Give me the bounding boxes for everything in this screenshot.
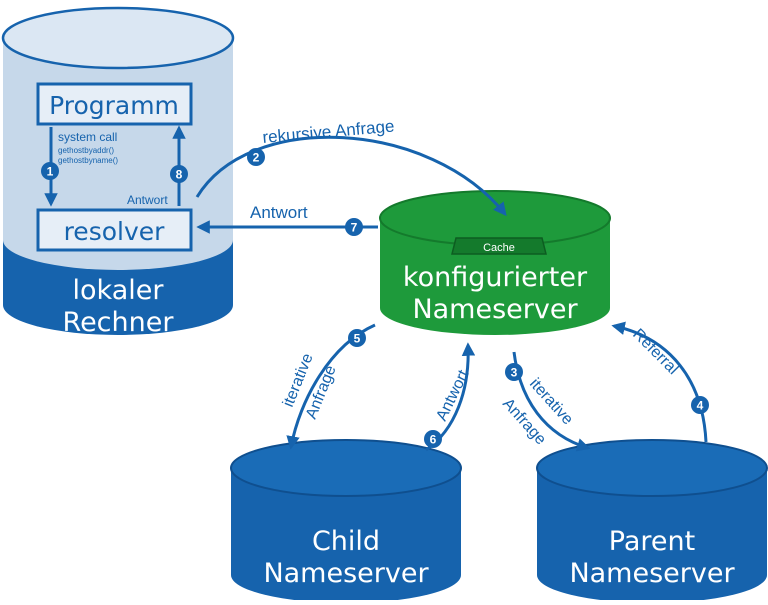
edge-6-label: Antwort [433,367,472,424]
edge-7-number: 7 [351,221,358,235]
edge-1-number: 1 [47,165,54,179]
configured-nameserver-label-line2: Nameserver [412,294,578,325]
parent-nameserver-body [537,468,767,603]
configured-nameserver-top [379,190,611,246]
edge-7-label: Antwort [250,203,308,222]
cache-box: Cache [451,237,547,255]
edge-5-number: 5 [354,332,361,346]
child-nameserver-label-line1: Child [312,526,380,557]
child-nameserver-body [231,468,461,603]
parent-nameserver-label-line1: Parent [609,526,695,557]
system-call-label: system call [58,130,117,144]
parent-nameserver-node: Parent Nameserver [536,439,768,603]
edge-8-label: Antwort [127,193,168,207]
edge-3-iterative-query: 3 iterative Anfrage [499,351,591,452]
edge-4-number: 4 [697,399,704,413]
edge-6-answer: 6 Antwort [424,342,476,452]
local-computer-label-line1: lokaler [73,275,165,306]
edge-4-label: Referral [629,326,681,378]
programm-label: Programm [49,91,179,120]
resolver-label: resolver [64,217,166,246]
edge-1-system-call: 1 [41,127,59,207]
edge-8-answer: 8 Antwort [127,125,188,207]
local-computer-node: lokaler Rechner [1,6,235,338]
local-computer-top [1,6,235,70]
local-computer-label-line2: Rechner [63,307,175,338]
resolver-box: resolver [36,208,193,252]
configured-nameserver-body [380,218,610,335]
edge-5-iterative-query: 5 iterative Anfrage [280,323,376,450]
configured-nameserver-node: Cache konfigurierter Nameserver [379,190,611,335]
child-nameserver-top [230,439,462,497]
edge-8-number: 8 [176,168,183,182]
edge-2-number: 2 [253,151,260,165]
edge-3-number: 3 [511,366,518,380]
programm-box: Programm [36,82,193,126]
gethostbyname-label: gethostbyname() [58,156,118,165]
child-nameserver-label-line2: Nameserver [263,558,429,589]
parent-nameserver-top [536,439,768,497]
gethostbyaddr-label: gethostbyaddr() [58,146,114,155]
configured-nameserver-label-line1: konfigurierter [403,262,588,293]
edge-6-number: 6 [430,433,437,447]
cache-label: Cache [483,242,515,254]
edge-7-answer: 7 Antwort [196,203,378,236]
child-nameserver-node: Child Nameserver [230,439,462,603]
parent-nameserver-label-line2: Nameserver [569,558,735,589]
edge-4-referral: 4 Referral [611,321,709,443]
